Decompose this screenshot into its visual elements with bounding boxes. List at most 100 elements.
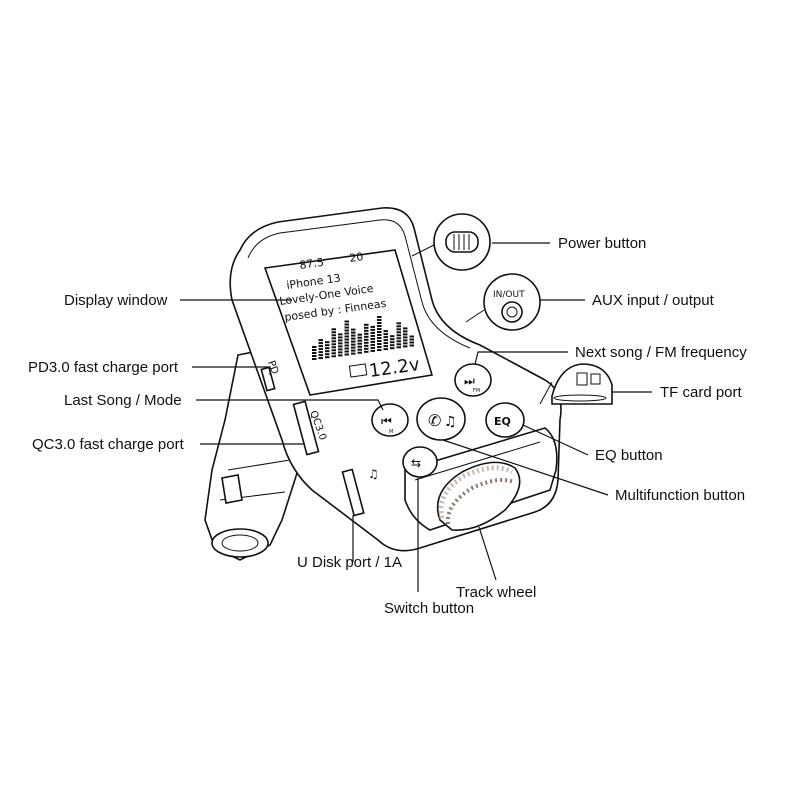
equalizer-bar-segment [331, 343, 336, 346]
equalizer-bar-segment [377, 316, 382, 318]
equalizer-bar-segment [403, 333, 408, 336]
equalizer-bar-segment [403, 339, 408, 342]
equalizer-bar-segment [344, 347, 349, 350]
equalizer-bar-segment [377, 337, 382, 339]
equalizer-bar-segment [357, 348, 362, 351]
equalizer-bar-segment [383, 330, 388, 333]
equalizer-bar-segment [338, 345, 343, 348]
equalizer-bar-segment [331, 352, 336, 355]
equalizer-bar-segment [357, 351, 362, 354]
equalizer-bar-segment [364, 335, 369, 338]
aux-badge: IN/OUT [493, 290, 525, 300]
equalizer-bar-segment [383, 348, 388, 351]
equalizer-bar-segment [357, 333, 362, 336]
equalizer-bar-segment [318, 339, 323, 342]
label-tf-card: TF card port [660, 384, 743, 401]
label-multifunction: Multifunction button [615, 487, 745, 504]
equalizer-bar-segment [383, 333, 388, 336]
equalizer-bar-segment [331, 328, 336, 331]
equalizer-bars [312, 316, 414, 360]
equalizer-bar-segment [338, 354, 343, 357]
equalizer-bar-segment [409, 341, 414, 344]
equalizer-bar-segment [331, 346, 336, 349]
equalizer-bar-segment [390, 335, 395, 338]
equalizer-bar-segment [390, 347, 395, 350]
label-power-button: Power button [558, 235, 646, 252]
equalizer-bar-segment [338, 342, 343, 345]
label-display-window: Display window [64, 292, 168, 309]
equalizer-bar-segment [344, 350, 349, 353]
equalizer-bar-segment [344, 341, 349, 344]
equalizer-bar-segment [318, 351, 323, 354]
equalizer-bar-segment [312, 355, 317, 357]
equalizer-bar-segment [377, 328, 382, 330]
equalizer-bar-segment [370, 325, 375, 328]
equalizer-bar-segment [370, 340, 375, 343]
equalizer-bar-segment [312, 346, 317, 348]
equalizer-bar-segment [338, 348, 343, 351]
equalizer-bar-segment [364, 341, 369, 344]
equalizer-bar-segment [377, 343, 382, 345]
equalizer-bar-segment [364, 329, 369, 332]
music-note-icon: ♫ [368, 467, 379, 481]
equalizer-bar-segment [351, 337, 356, 340]
equalizer-bar-segment [318, 354, 323, 357]
equalizer-bar-segment [364, 344, 369, 347]
equalizer-bar-segment [409, 335, 414, 338]
equalizer-bar-segment [396, 325, 401, 328]
equalizer-bar-segment [377, 319, 382, 321]
track-wheel [436, 461, 521, 531]
equalizer-bar-segment [396, 346, 401, 349]
equalizer-bar-segment [357, 339, 362, 342]
equalizer-bar-segment [312, 349, 317, 351]
equalizer-bar-segment [383, 345, 388, 348]
svg-text:⇆: ⇆ [411, 456, 421, 470]
equalizer-bar-segment [318, 342, 323, 345]
equalizer-bar-segment [377, 325, 382, 327]
equalizer-bar-segment [344, 323, 349, 326]
equalizer-bar-segment [377, 334, 382, 336]
equalizer-bar-segment [364, 338, 369, 341]
equalizer-bar-segment [344, 332, 349, 335]
equalizer-bar-segment [383, 339, 388, 342]
display-window: 87.5 20 iPhone 13 Lovely-One Voice posed… [263, 249, 434, 396]
label-next-song: Next song / FM frequency [575, 344, 747, 361]
equalizer-bar-segment [344, 344, 349, 347]
equalizer-bar-segment [312, 358, 317, 360]
label-switch-button: Switch button [384, 600, 474, 617]
label-aux-port: AUX input / output [592, 292, 715, 309]
equalizer-bar-segment [396, 322, 401, 325]
equalizer-bar-segment [325, 350, 330, 353]
equalizer-bar-segment [390, 338, 395, 341]
equalizer-bar-segment [344, 320, 349, 323]
equalizer-bar-segment [318, 348, 323, 351]
last-song-button: ⏮ M [371, 403, 409, 437]
equalizer-bar-segment [351, 334, 356, 337]
multifunction-button: ✆ ♫ [416, 397, 466, 441]
equalizer-bar-segment [325, 344, 330, 347]
equalizer-bar-segment [396, 334, 401, 337]
equalizer-bar-segment [344, 326, 349, 329]
equalizer-bar-segment [351, 331, 356, 334]
equalizer-bar-segment [396, 337, 401, 340]
equalizer-bar-segment [364, 323, 369, 326]
equalizer-bar-segment [403, 336, 408, 339]
equalizer-bar-segment [409, 344, 414, 347]
equalizer-bar-segment [370, 337, 375, 340]
equalizer-bar-segment [325, 356, 330, 359]
tf-card-inset [539, 363, 613, 405]
equalizer-bar-segment [338, 339, 343, 342]
equalizer-bar-segment [370, 349, 375, 352]
equalizer-bar-segment [364, 332, 369, 335]
equalizer-bar-segment [357, 336, 362, 339]
equalizer-bar-segment [364, 347, 369, 350]
equalizer-bar-segment [331, 340, 336, 343]
equalizer-bar-segment [403, 342, 408, 345]
equalizer-bar-segment [403, 330, 408, 333]
equalizer-bar-segment [396, 340, 401, 343]
equalizer-bar-segment [377, 340, 382, 342]
equalizer-bar-segment [318, 357, 323, 360]
equalizer-bar-segment [351, 328, 356, 331]
equalizer-bar-segment [331, 349, 336, 352]
equalizer-bar-segment [409, 338, 414, 341]
